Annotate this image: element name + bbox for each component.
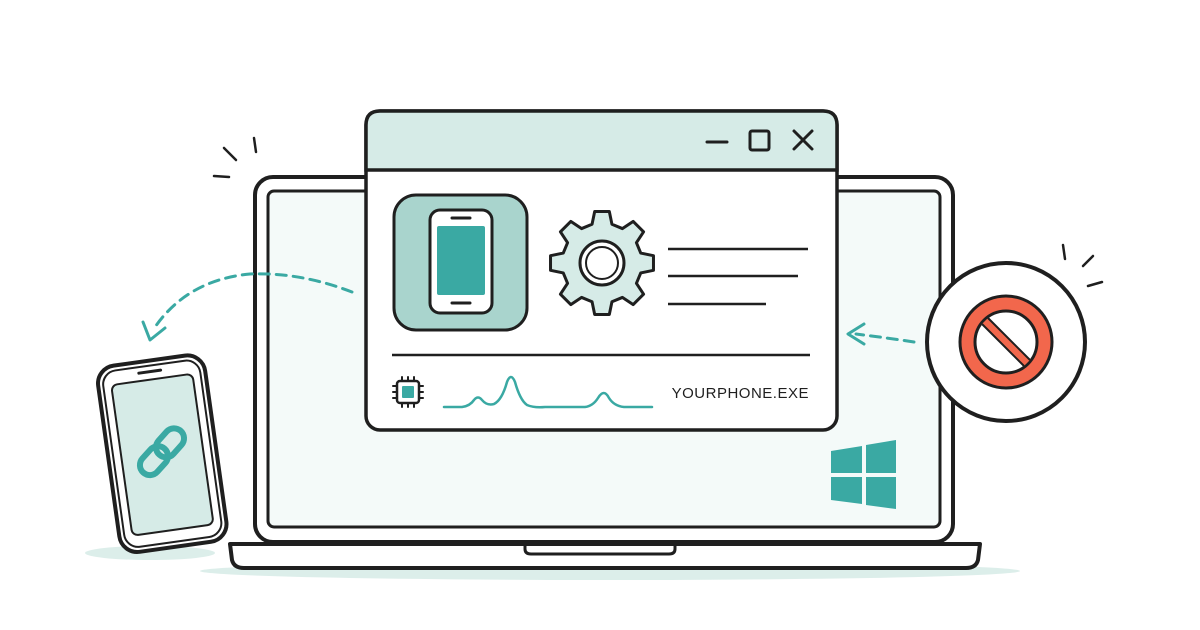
activity-graph-icon	[442, 375, 654, 409]
maximize-icon[interactable]	[748, 129, 771, 152]
phone-app-tile[interactable]	[392, 193, 529, 332]
phone-icon	[428, 208, 494, 315]
text-placeholder-lines	[668, 247, 808, 306]
blocked-badge	[925, 261, 1087, 423]
process-label: YOURPHONE.EXE	[672, 385, 809, 402]
accent-ticks-left	[212, 136, 258, 179]
windows-logo-icon	[831, 440, 896, 509]
prohibited-icon	[958, 294, 1054, 390]
chain-link-icon	[136, 425, 188, 479]
sync-arrow-to-phone	[141, 272, 354, 342]
app-window: YOURPHONE.EXE	[364, 109, 839, 432]
cpu-chip-icon	[392, 376, 424, 408]
close-icon[interactable]	[792, 129, 814, 151]
gear-icon[interactable]	[549, 210, 655, 316]
accent-ticks-right	[1061, 243, 1104, 288]
blocked-arrow-to-window	[846, 322, 916, 346]
smartphone	[96, 353, 229, 554]
